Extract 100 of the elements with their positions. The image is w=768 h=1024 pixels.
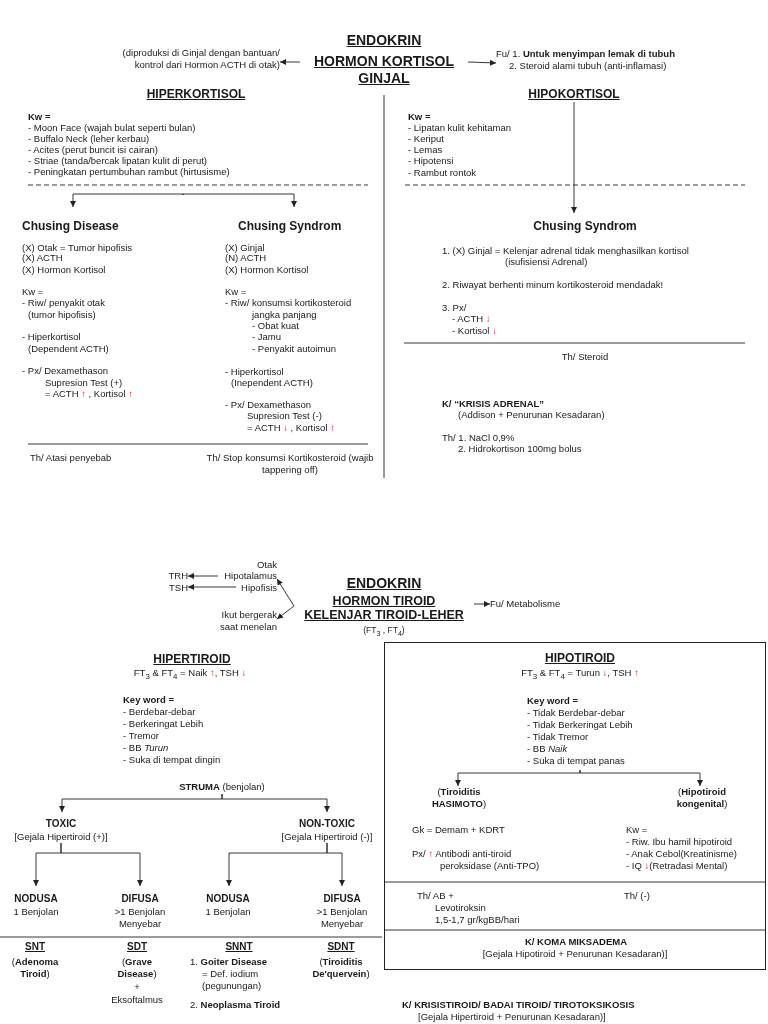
heading: ENDOKRIN [345,575,423,591]
note-text: - ACTH ↓ [452,313,491,325]
note-text: Kw = [626,824,648,836]
note-text: >1 Benjolan Menyebar [315,906,369,930]
note-text: Kw = [28,111,51,123]
note-text: (X) ACTH [22,252,63,264]
heading: HORMON TIROID [331,594,437,608]
note-text: Th/ Stop konsumsi Kortikosteroid (wajib tappering off) [205,452,375,476]
note-text: SNNT [224,941,254,953]
note-text: (Hipotiroid kongenital) [675,786,729,810]
note-text: Key word = [527,695,578,707]
note-text: Eksoftalmus [110,994,164,1006]
note-text: Supresion Test (+) [45,377,123,389]
note-text: 2. Steroid alami tubuh (anti-inflamasi) [509,60,667,72]
note-text: TRH [167,570,188,582]
note-text: Kw = [225,286,247,298]
note-text: - Tidak Berkeringat Lebih [527,719,633,731]
note-text: - Tidak Tremor [527,731,589,743]
note-text: - Hipotensi [408,155,454,167]
note-text: - Obat kuat [252,320,299,332]
note-text: DIFUSA [120,893,160,905]
note-text: FT$_{3}$ & FT$_{4}$ = Naik ↑, TSH ↓ [132,667,248,683]
note-text: Th/ AB + [417,890,454,902]
note-text: - BB Naik [527,743,568,755]
heading: Chusing Disease [22,219,119,233]
note-text: FT$_{3}$ & FT$_{4}$ = Turun ↓, TSH ↑ [520,667,640,683]
heading: HIPOKORTISOL [527,86,621,102]
heading: HIPERKORTISOL [145,86,247,102]
note-text: (Addison + Penurunan Kesadaran) [458,409,605,421]
note-text: Ikut bergerak saat menelan [218,609,277,633]
note-text: Th/ Steroid [560,351,610,363]
note-text: 2. Hidrokortison 100mg bolus [458,443,582,455]
note-text: - Tidak Berdebar-debar [527,707,625,719]
note-text: - Suka di tempat panas [527,755,625,767]
note-text: Px/ ↑ Antibodi anti-tiroid [412,848,512,860]
note-text: (diproduksi di Ginjal dengan bantuan/ kontrol dari Hormon ACTH di otak) [121,47,280,71]
heading: ENDOKRIN [345,32,423,48]
note-text: (X) Otak = Tumor hipofisis [22,242,133,254]
note-text: NODUSA [205,893,251,905]
heading: HIPOTIROID [544,650,616,666]
note-text: [Gejala Hipertiroid + Penurunan Kesadaran)] [418,1011,606,1023]
note-text: 2. Neoplasma Tiroid [190,999,282,1011]
note-text: (pegunungan) [202,980,262,992]
heading: HIPERTIROID [152,651,232,667]
note-text: - Moon Face (wajah bulat seperti bulan) [28,122,196,134]
note-text: - Lemas [408,144,443,156]
note-text: Supresion Test (-) [247,410,322,422]
note-text: - Lipatan kulit kehitaman [408,122,511,134]
note-text: (Adenoma Tiroid) [10,956,60,980]
note-text: (X) Ginjal [225,242,265,254]
note-text: Kw = [22,286,44,298]
note-text: - Hiperkortisol [22,331,81,343]
note-text: - Striae (tanda/bercak lipatan kulit di perut) [28,155,207,167]
note-text: Key word = [123,694,174,706]
note-text: DIFUSA [322,893,362,905]
note-text: SDT [126,941,148,953]
note-text: Hipotalamus [223,570,277,582]
note-text: STRUMA (benjolan) [178,781,266,793]
note-text: (Tiroiditis De'quervein) [311,956,371,980]
note-text: - Peningkatan pertumbuhan rambut (hirtusisme) [28,166,230,178]
note-text: - Riw. Ibu hamil hipotiroid [626,836,733,848]
note-text: 1. Goiter Disease [190,956,268,968]
note-text: 3. Px/ [442,302,467,314]
note-text: Gk = Demam + KDRT [412,824,505,836]
note-text: NON-TOXIC [298,818,356,830]
bordered-panel [384,642,766,970]
note-text: (isufisiensi Adrenal) [505,256,588,268]
note-text: 1 Benjolan [12,906,60,918]
note-text: [Gejala Hipotiroid + Penurunan Kesadaran)] [481,948,669,960]
note-text: Fu/ 1. Untuk menyimpan lemak di tubuh [496,48,675,60]
note-text: Levotiroksin [435,902,486,914]
heading: HORMON KORTISOL [313,53,455,69]
note-text: - Berkeringat Lebih [123,718,204,730]
note-text: - Rambut rontok [408,167,477,179]
note-text: - Kortisol ↓ [452,325,497,337]
heading: Chusing Syndrom [238,219,342,233]
note-text: - IQ ↓(Retradasi Mental) [626,860,728,872]
note-text: - Hiperkortisol [225,366,284,378]
note-text: jangka panjang [252,309,317,321]
note-text: - Suka di tempat dingin [123,754,221,766]
note-text: Fu/ Metabolisme [490,598,561,610]
note-text: (Tiroiditis HASIMOTO) [430,786,488,810]
note-text: K/ KOMA MIKSADEMA [523,936,628,948]
note-text: K/ KRISISTIROID/ BADAI TIROID/ TIROTOKSIKOSIS [402,999,635,1011]
note-text: TSH [168,582,188,594]
note-text: peroksidase (Anti-TPO) [440,860,540,872]
heading: KELENJAR TIROID-LEHER [303,608,465,622]
note-text: Th/ (-) [624,890,650,902]
note-text: - Tremor [123,730,159,742]
note-text: = Def. iodium [202,968,259,980]
note-text: 1. (X) Ginjal = Kelenjar adrenal tidak menghasilkan kortisol [442,245,689,257]
note-text: - Riw/ penyakit otak [22,297,105,309]
note-text: Kw = [408,111,431,123]
note-text: (N) ACTH [225,252,267,264]
note-text: + [133,981,141,993]
note-text: [Gejala Hipertiroid (-)] [280,831,374,843]
note-text: 1 Benjolan [204,906,252,918]
note-text: [Gejala Hipertiroid (+)] [13,831,109,843]
note-text: - Px/ Dexamethason [225,399,312,411]
note-text: K/ “KRISIS ADRENAL” [442,398,545,410]
